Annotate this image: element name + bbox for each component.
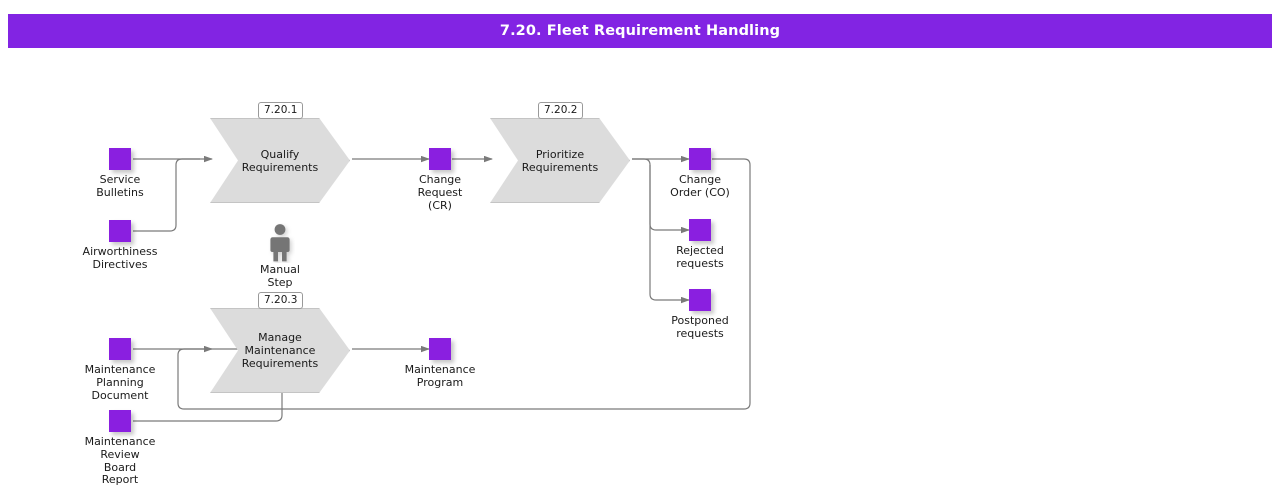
wire-change-order-feedback-loop (177, 158, 751, 410)
object-square (109, 220, 131, 242)
process-label: Qualify Requirements (241, 147, 319, 174)
object-label: Maintenance Planning Document (84, 363, 156, 402)
object-square (109, 338, 131, 360)
object-square (109, 148, 131, 170)
process-badge-7-20-3: 7.20.3 (258, 292, 304, 309)
process-prioritize-requirements[interactable]: Prioritize Requirements (490, 118, 630, 203)
object-square (689, 219, 711, 241)
object-label: Airworthiness Directives (82, 245, 158, 271)
object-label: Maintenance Review Board Report (84, 435, 156, 487)
object-square (689, 289, 711, 311)
wire-airworthiness-to-qualify (133, 158, 200, 232)
page-title: 7.20. Fleet Requirement Handling (499, 23, 781, 39)
person-icon (270, 224, 290, 262)
object-label: Postponed requests (671, 314, 729, 340)
object-square (429, 338, 451, 360)
process-label: Manage Maintenance Requirements (241, 331, 319, 370)
wire-prioritize-to-postponed (649, 165, 690, 304)
object-square (429, 148, 451, 170)
object-label: Rejected requests (676, 244, 724, 270)
process-qualify-requirements[interactable]: Qualify Requirements (210, 118, 350, 203)
object-square (689, 148, 711, 170)
process-badge-7-20-2: 7.20.2 (538, 102, 584, 119)
process-manage-maintenance-requirements[interactable]: Manage Maintenance Requirements (210, 308, 350, 393)
manual-step-label: Manual Step (260, 263, 300, 289)
object-label: Maintenance Program (404, 363, 476, 389)
object-label: Service Bulletins (96, 173, 144, 199)
process-badge-7-20-1: 7.20.1 (258, 102, 304, 119)
object-label: Change Order (CO) (670, 173, 730, 199)
object-square (109, 410, 131, 432)
process-label: Prioritize Requirements (521, 147, 599, 174)
object-label: Change Request (CR) (417, 173, 463, 212)
page-header: 7.20. Fleet Requirement Handling (8, 14, 1272, 48)
